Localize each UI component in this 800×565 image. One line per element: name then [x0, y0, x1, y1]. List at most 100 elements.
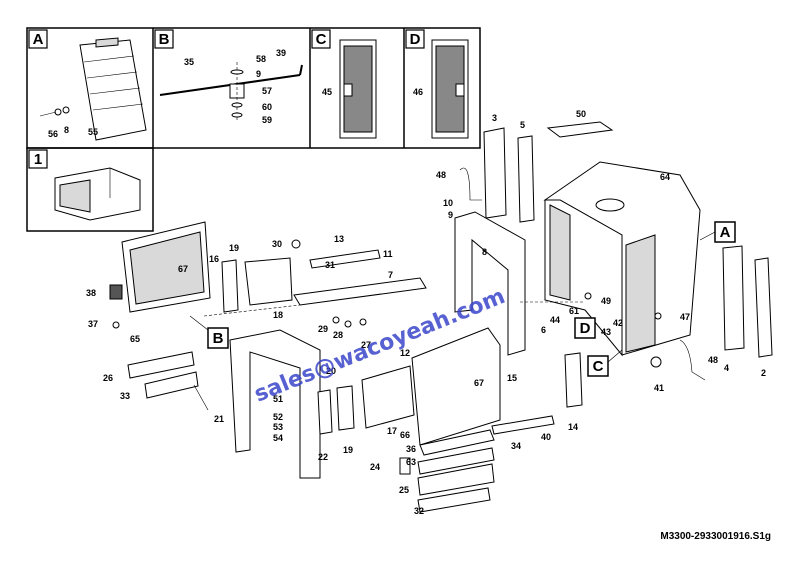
handle-48: [459, 167, 482, 201]
label-42: 42: [613, 318, 623, 328]
detail-box-D-header: D: [405, 29, 425, 49]
label-59: 59: [262, 115, 272, 125]
plate-25: [417, 463, 495, 496]
door-frame-44: [454, 211, 526, 356]
label-10: 10: [443, 198, 453, 208]
label-35: 35: [184, 57, 194, 67]
label-65: 65: [130, 334, 140, 344]
label-43: 43: [601, 327, 611, 337]
bolt-28: [344, 320, 352, 328]
label-3: 3: [492, 113, 497, 123]
callout-C-label: C: [593, 358, 604, 375]
cab-shell-64: [543, 161, 701, 357]
bolt-27: [359, 318, 367, 326]
bolt-41: [650, 356, 662, 368]
panel-22: [317, 389, 333, 435]
detail-box-1-header: 1: [28, 149, 48, 169]
label-53: 53: [273, 422, 283, 432]
label-67-rear: 67: [178, 264, 188, 274]
label-41: 41: [654, 383, 664, 393]
detail-box-D-title: D: [410, 31, 421, 48]
callout-B: B: [189, 315, 229, 349]
label-17: 17: [387, 426, 397, 436]
panel-14: [564, 352, 583, 408]
panel-19-bottom: [336, 385, 355, 431]
label-52: 52: [273, 412, 283, 422]
label-5: 5: [520, 120, 525, 130]
cab-overview-drawing: [54, 167, 141, 221]
label-47: 47: [680, 312, 690, 322]
bolt-37: [112, 321, 120, 329]
label-66: 66: [400, 430, 410, 440]
label-48-top: 48: [436, 170, 446, 180]
bolt-47: [654, 312, 662, 320]
label-6: 6: [541, 325, 546, 335]
label-49: 49: [601, 296, 611, 306]
detail-box-B-header: B: [154, 29, 174, 49]
label-39: 39: [276, 48, 286, 58]
bolt-30: [291, 239, 301, 249]
label-18: 18: [273, 310, 283, 320]
label-14: 14: [568, 422, 578, 432]
mesh-panel-c-drawing: [339, 39, 377, 139]
cross-member-13: [309, 249, 381, 269]
label-20: 20: [326, 366, 336, 376]
label-9: 9: [448, 210, 453, 220]
bolt-61: [584, 292, 592, 300]
label-33: 33: [120, 391, 130, 401]
label-64: 64: [660, 172, 670, 182]
label-4: 4: [724, 363, 729, 373]
panel-17: [361, 365, 415, 429]
label-48-bottom: 48: [708, 355, 718, 365]
detail-box-C-title: C: [316, 31, 327, 48]
louver-grille-drawing: [39, 37, 147, 141]
label-7: 7: [388, 270, 393, 280]
label-8-detail-a: 8: [64, 125, 69, 135]
label-22: 22: [318, 452, 328, 462]
label-40: 40: [541, 432, 551, 442]
label-30: 30: [272, 239, 282, 249]
rod-assembly-drawing: [159, 62, 303, 122]
label-54: 54: [273, 433, 283, 443]
plate-32: [417, 487, 491, 513]
detail-box-1-title: 1: [34, 151, 42, 168]
detail-box-A-header: A: [28, 29, 48, 49]
label-44: 44: [550, 315, 560, 325]
reference-code: M3300-2933001916.S1g: [660, 531, 771, 542]
label-67-side: 67: [474, 378, 484, 388]
hinge-24: [399, 457, 411, 475]
side-panel-5: [517, 135, 535, 223]
plate-33: [144, 371, 199, 399]
label-36: 36: [406, 444, 416, 454]
label-27: 27: [361, 340, 371, 350]
plate-36: [419, 429, 495, 456]
rear-frame-16: [121, 221, 211, 313]
label-32: 32: [414, 506, 424, 516]
bolt-29: [332, 316, 340, 324]
label-58: 58: [256, 54, 266, 64]
callout-D: D: [574, 317, 596, 339]
side-panel-15: [411, 327, 501, 446]
label-28: 28: [333, 330, 343, 340]
label-11: 11: [383, 249, 393, 259]
plate-63: [417, 447, 495, 475]
label-37: 37: [88, 319, 98, 329]
detail-box-C-header: C: [311, 29, 331, 49]
label-19-top: 19: [229, 243, 239, 253]
side-panel-2: [754, 257, 773, 358]
label-63: 63: [406, 457, 416, 467]
panel-19-top: [221, 259, 239, 313]
label-16: 16: [209, 254, 219, 264]
detail-box-frame: [26, 27, 481, 232]
side-panel-4: [722, 245, 745, 351]
dash-16-7: [203, 304, 301, 317]
label-2: 2: [761, 368, 766, 378]
handle-48-lower: [679, 339, 706, 381]
callout-A-label: A: [720, 224, 731, 241]
panel-18: [244, 257, 293, 306]
mesh-panel-d-drawing: [431, 39, 469, 139]
label-55: 55: [88, 127, 98, 137]
plate-26: [127, 351, 195, 379]
callout-D-label: D: [580, 320, 591, 337]
